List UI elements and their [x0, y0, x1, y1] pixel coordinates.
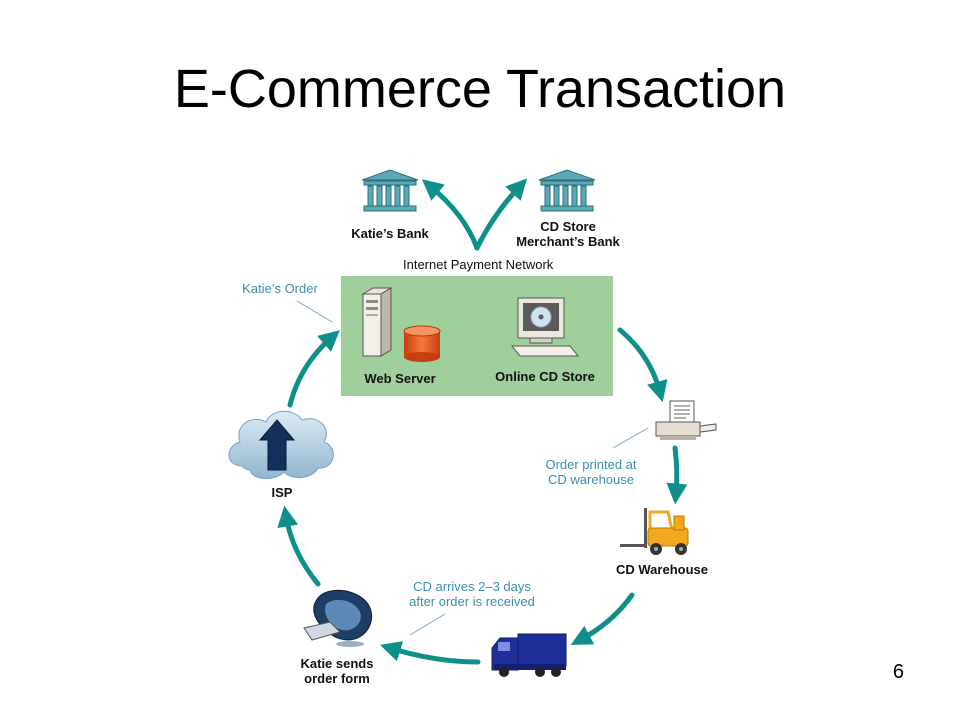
leader-cd-arrives: [409, 613, 446, 636]
network-label: Internet Payment Network: [403, 257, 554, 272]
cd-arrives-label: CD arrives 2–3 days after order is recei…: [404, 579, 540, 609]
arrow-to-katies-bank: [421, 179, 480, 251]
isp-label: ISP: [271, 485, 293, 500]
arrow-warehouse-to-truck: [570, 592, 635, 645]
bank-icon: [361, 169, 419, 212]
katie-sends-line2: order form: [304, 671, 370, 686]
arrow-isp-to-webserver: [287, 330, 340, 408]
truck-icon: [491, 633, 567, 677]
order-printed-line1: Order printed at: [545, 457, 637, 472]
arrow-katie-to-isp: [277, 505, 321, 587]
cloud-icon: [228, 410, 334, 479]
katies-order-label: Katie’s Order: [242, 281, 318, 296]
page-number: 6: [892, 661, 904, 683]
arrow-to-merchant-bank: [474, 178, 528, 251]
web-server-label: Web Server: [364, 371, 436, 386]
arrow-store-to-printer: [617, 327, 668, 403]
merchant-bank-label: CD Store Merchant’s Bank: [510, 219, 626, 249]
server-icon: [361, 287, 393, 357]
database-icon: [403, 325, 441, 362]
cd-arrives-line1: CD arrives 2–3 days: [413, 579, 531, 594]
merchant-bank-line1: CD Store: [540, 219, 596, 234]
katies-bank-label: Katie’s Bank: [351, 226, 429, 241]
slide-title: E-Commerce Transaction: [173, 59, 787, 119]
bank-icon: [538, 169, 596, 212]
arrow-printer-to-warehouse: [666, 445, 688, 505]
online-cd-store-label: Online CD Store: [495, 369, 595, 384]
printer-icon: [655, 400, 717, 440]
arrow-truck-to-katie: [379, 641, 481, 665]
katie-sends-line1: Katie sends: [300, 656, 374, 671]
cycle-arrows: [277, 178, 688, 665]
order-printed-label: Order printed at CD warehouse: [536, 457, 646, 487]
forklift-icon: [620, 508, 689, 555]
leader-lines: [296, 300, 649, 636]
order-printed-line2: CD warehouse: [548, 472, 634, 487]
leader-order-printed: [612, 427, 649, 449]
computer-icon: [510, 297, 580, 357]
katie-sends-label: Katie sends order form: [290, 656, 384, 686]
upload-arrow-icon: [258, 419, 296, 471]
leader-katies-order: [296, 300, 333, 323]
imac-icon: [303, 589, 373, 647]
merchant-bank-line2: Merchant’s Bank: [516, 234, 620, 249]
cd-arrives-line2: after order is received: [409, 594, 535, 609]
cd-warehouse-label: CD Warehouse: [616, 562, 708, 577]
